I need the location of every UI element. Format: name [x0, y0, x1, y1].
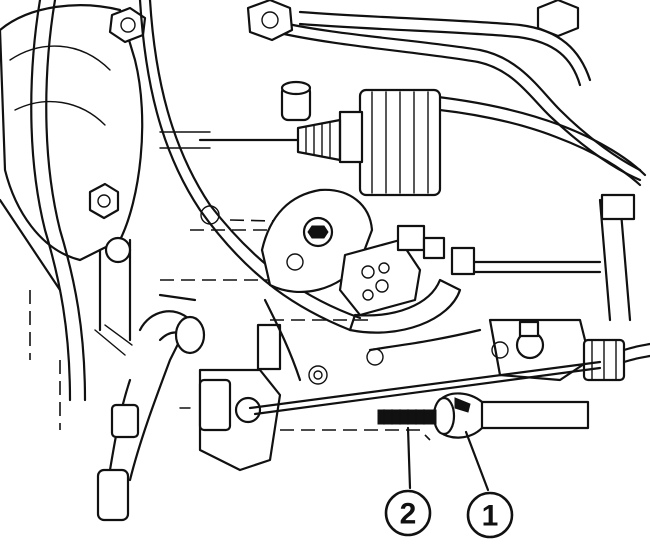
top-bolt: [108, 6, 147, 44]
leader-lines: [406, 426, 490, 492]
callout-2-label: 2: [400, 498, 417, 531]
left-pipe: [94, 236, 197, 356]
left-bolt: [88, 182, 120, 220]
bracket: [338, 238, 422, 317]
left-hose: [96, 310, 206, 522]
solenoid: [159, 88, 442, 197]
lower-body: [179, 298, 328, 472]
right-lower: [488, 318, 650, 382]
connectors: [396, 193, 636, 322]
long-rod: [248, 360, 602, 416]
center-hose: [348, 278, 482, 366]
hoses: [30, 0, 362, 402]
callout-1: 1: [466, 491, 514, 539]
fuel-lines: [268, 10, 647, 187]
top-nut: [246, 0, 294, 42]
callout-1-label: 1: [482, 500, 499, 533]
engine-block: [0, 4, 144, 292]
adjusting-tool: [432, 392, 590, 439]
callout-2: 2: [384, 489, 432, 537]
top-right-nut: [536, 0, 580, 38]
post: [280, 80, 312, 122]
threaded-rod: [377, 409, 437, 425]
